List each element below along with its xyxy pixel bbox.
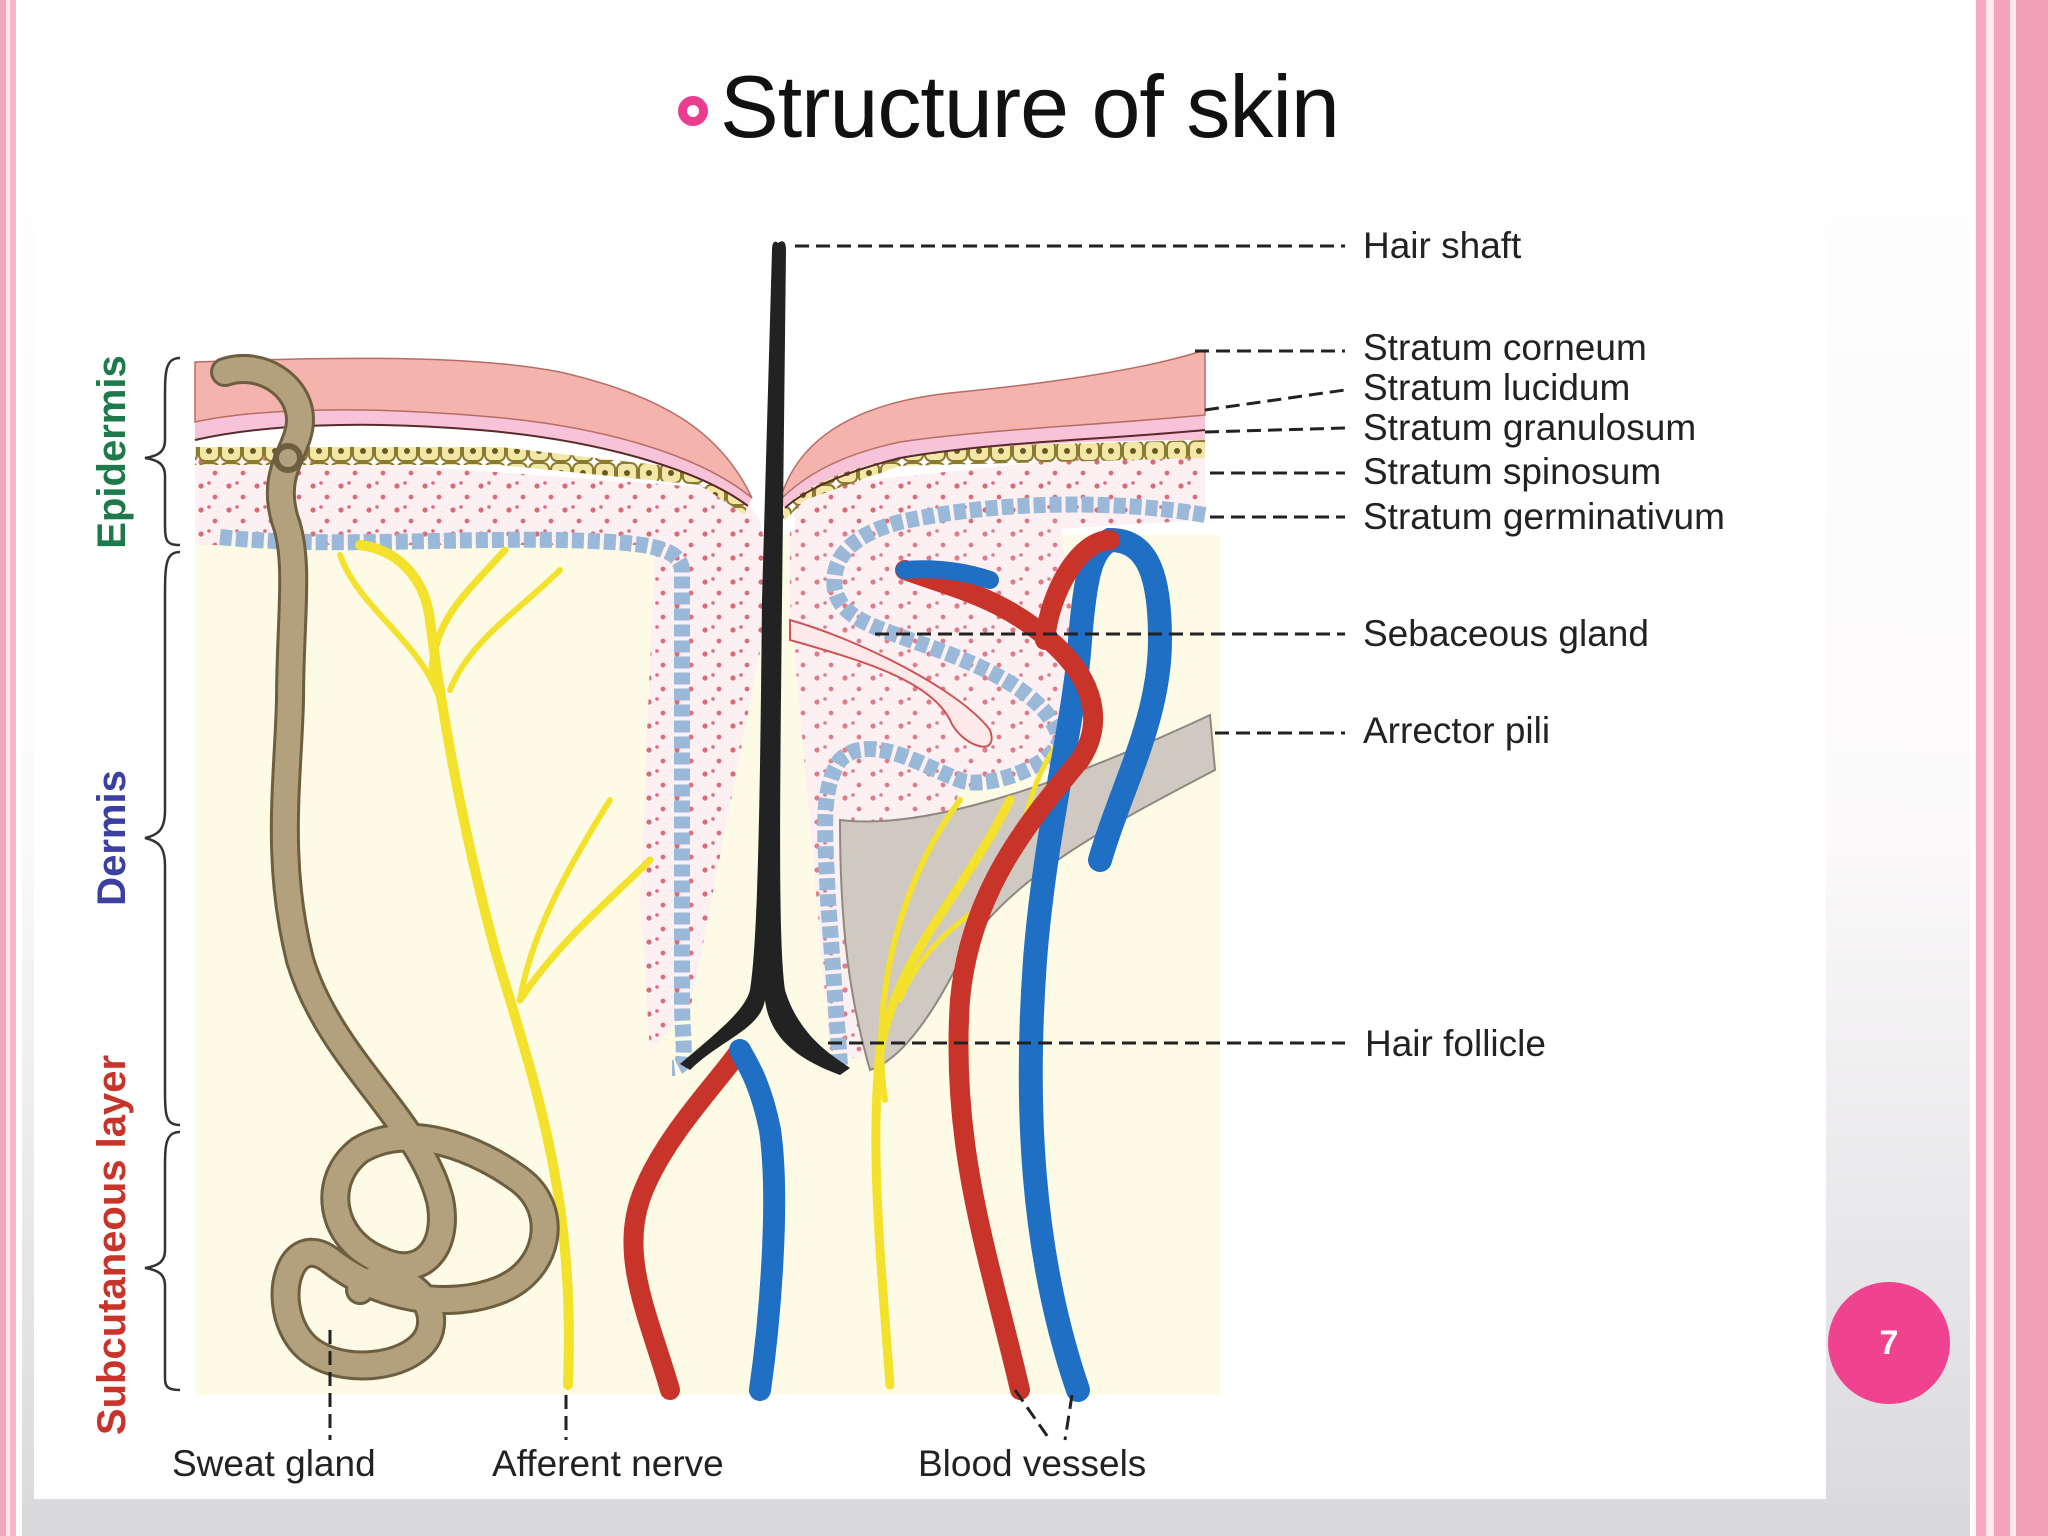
label-stratum-lucidum: Stratum lucidum <box>1363 367 1630 408</box>
stratum-granulosum-left <box>195 447 748 515</box>
left-decorative-border <box>0 0 22 1536</box>
blood-vessels <box>623 527 1173 1402</box>
dermis-label: Dermis <box>90 770 134 906</box>
label-blood-vessels: Blood vessels <box>918 1443 1146 1484</box>
vein-right <box>1018 527 1173 1402</box>
vein-left <box>729 1039 786 1401</box>
artery-left <box>623 1040 750 1400</box>
label-sebaceous-gland: Sebaceous gland <box>1363 613 1649 654</box>
stratum-germinativum-left <box>219 529 692 1076</box>
hair-shaft <box>680 241 850 1075</box>
label-afferent-nerve: Afferent nerve <box>492 1443 724 1484</box>
label-stratum-granulosum: Stratum granulosum <box>1363 407 1696 448</box>
label-stratum-corneum: Stratum corneum <box>1363 327 1647 368</box>
page-number-badge: 7 <box>1828 1282 1950 1404</box>
label-stratum-spinosum: Stratum spinosum <box>1363 451 1661 492</box>
slide-title: Structure of skin <box>678 52 1340 162</box>
afferent-nerve <box>337 540 1063 1390</box>
artery-right <box>895 560 1104 1400</box>
right-decorative-border <box>1970 0 2048 1536</box>
label-hair-shaft: Hair shaft <box>1363 225 1522 266</box>
label-arrector-pili: Arrector pili <box>1363 710 1550 751</box>
label-hair-follicle: Hair follicle <box>1365 1023 1546 1064</box>
stratum-corneum-left <box>194 357 753 499</box>
stratum-germinativum-right <box>817 496 1207 1066</box>
label-stratum-germinativum: Stratum germinativum <box>1363 496 1725 537</box>
slide-title-text: Structure of skin <box>720 57 1340 156</box>
epidermis-label: Epidermis <box>90 355 134 548</box>
sebaceous-gland-shape <box>789 618 993 748</box>
subcutaneous-label: Subcutaneous layer <box>90 1055 134 1435</box>
bullet-ring-icon <box>678 96 708 126</box>
leader-lines <box>328 244 1346 1441</box>
label-sweat-gland: Sweat gland <box>172 1443 376 1484</box>
sweat-gland <box>210 353 560 1381</box>
layer-braces <box>144 356 181 1392</box>
